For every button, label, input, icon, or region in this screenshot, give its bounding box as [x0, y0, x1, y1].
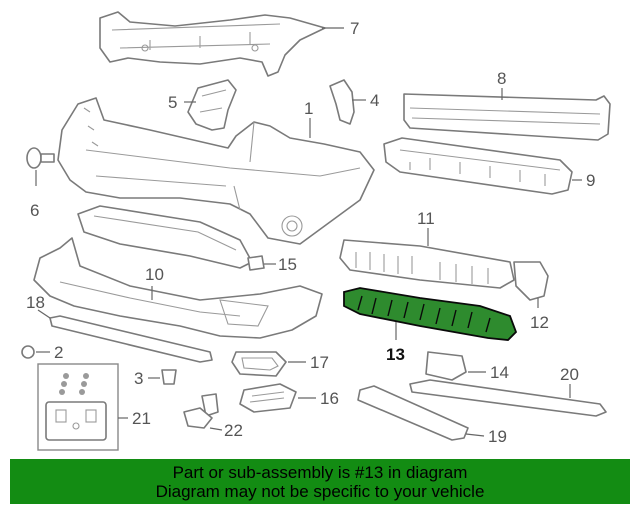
callout-21: 21 — [132, 409, 151, 428]
part-2-nut — [21, 345, 50, 359]
callout-9: 9 — [586, 171, 595, 190]
part-17-bezel — [231, 351, 306, 377]
part-5-bracket — [184, 79, 237, 131]
callout-19: 19 — [488, 427, 507, 446]
callout-17: 17 — [310, 353, 329, 372]
callout-20: 20 — [560, 365, 579, 384]
part-22-sensor — [183, 393, 223, 431]
part-16-bezel — [239, 383, 316, 413]
callout-14: 14 — [490, 363, 509, 382]
part-14-cover — [425, 351, 486, 381]
callout-22: 22 — [224, 421, 243, 440]
callout-4: 4 — [370, 91, 379, 110]
callout-2: 2 — [54, 343, 63, 362]
parts-diagram: 7 5 4 8 9 1 6 — [21, 11, 611, 451]
part-9-energy-absorber — [383, 137, 582, 195]
part-1-bumper-cover — [57, 97, 375, 245]
part-21-hardware-kit — [37, 363, 128, 451]
callout-8: 8 — [497, 69, 506, 88]
callout-1: 1 — [304, 99, 313, 118]
part-4-bracket — [329, 79, 366, 125]
info-banner: Part or sub-assembly is #13 in diagram D… — [10, 459, 630, 504]
callout-10: 10 — [145, 265, 164, 284]
callout-7: 7 — [350, 19, 359, 38]
callout-16: 16 — [320, 389, 339, 408]
banner-line-2: Diagram may not be specific to your vehi… — [155, 481, 485, 501]
banner-line-1: Part or sub-assembly is #13 in diagram — [172, 462, 468, 482]
part-grille-frame — [77, 205, 253, 269]
callout-3: 3 — [134, 369, 143, 388]
part-18-strip — [37, 309, 213, 363]
part-7-upper-bracket — [99, 11, 344, 77]
part-19-molding — [357, 385, 485, 441]
part-10-lower-fascia — [33, 237, 323, 339]
callout-18: 18 — [26, 293, 45, 312]
part-13-lower-grille — [343, 287, 518, 341]
part-12-bracket — [513, 261, 549, 308]
callout-15: 15 — [278, 255, 297, 274]
part-15-clip — [247, 255, 276, 271]
part-8-reinforcement-beam — [403, 88, 611, 141]
part-3-clip — [148, 369, 177, 385]
callout-11: 11 — [417, 209, 435, 228]
callout-5: 5 — [168, 93, 177, 112]
callout-12: 12 — [530, 313, 549, 332]
callout-6: 6 — [30, 201, 39, 220]
part-11-upper-grille — [339, 228, 515, 289]
part-20-molding — [409, 379, 607, 417]
part-6-push-pin — [26, 147, 55, 186]
callout-13: 13 — [386, 345, 405, 364]
